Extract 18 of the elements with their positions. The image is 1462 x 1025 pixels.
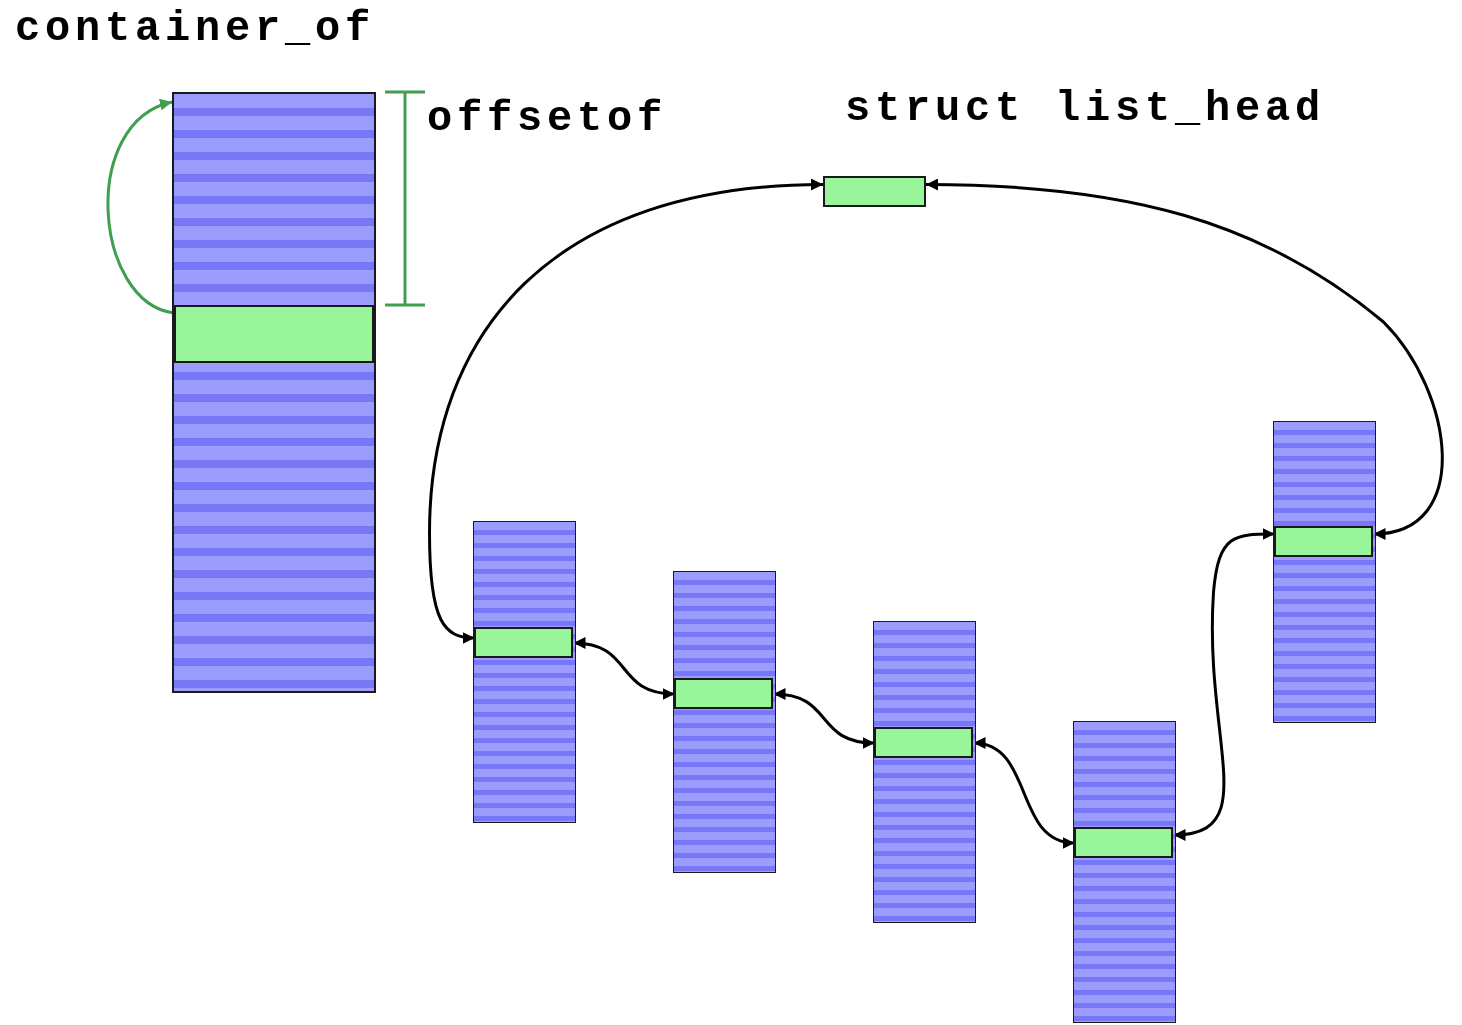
- struct-box: [1273, 421, 1376, 723]
- code-label: offsetof: [427, 98, 668, 140]
- list-head-box: [1074, 827, 1173, 858]
- struct-box: [473, 521, 576, 823]
- list-head-box: [874, 727, 973, 758]
- struct-box: [172, 92, 376, 693]
- list-head-box: [823, 176, 926, 207]
- struct-box: [673, 571, 776, 873]
- list-link-arrow: [925, 178, 1444, 539]
- list-head-box: [1274, 526, 1373, 557]
- list-link-arrow: [428, 179, 824, 644]
- code-label: struct list_head: [845, 88, 1326, 130]
- list-head-box: [474, 627, 573, 658]
- code-label: container_of: [15, 8, 376, 50]
- list-head-box: [174, 305, 374, 363]
- struct-box: [873, 621, 976, 923]
- list-head-box: [674, 678, 773, 709]
- struct-box: [1073, 721, 1176, 1023]
